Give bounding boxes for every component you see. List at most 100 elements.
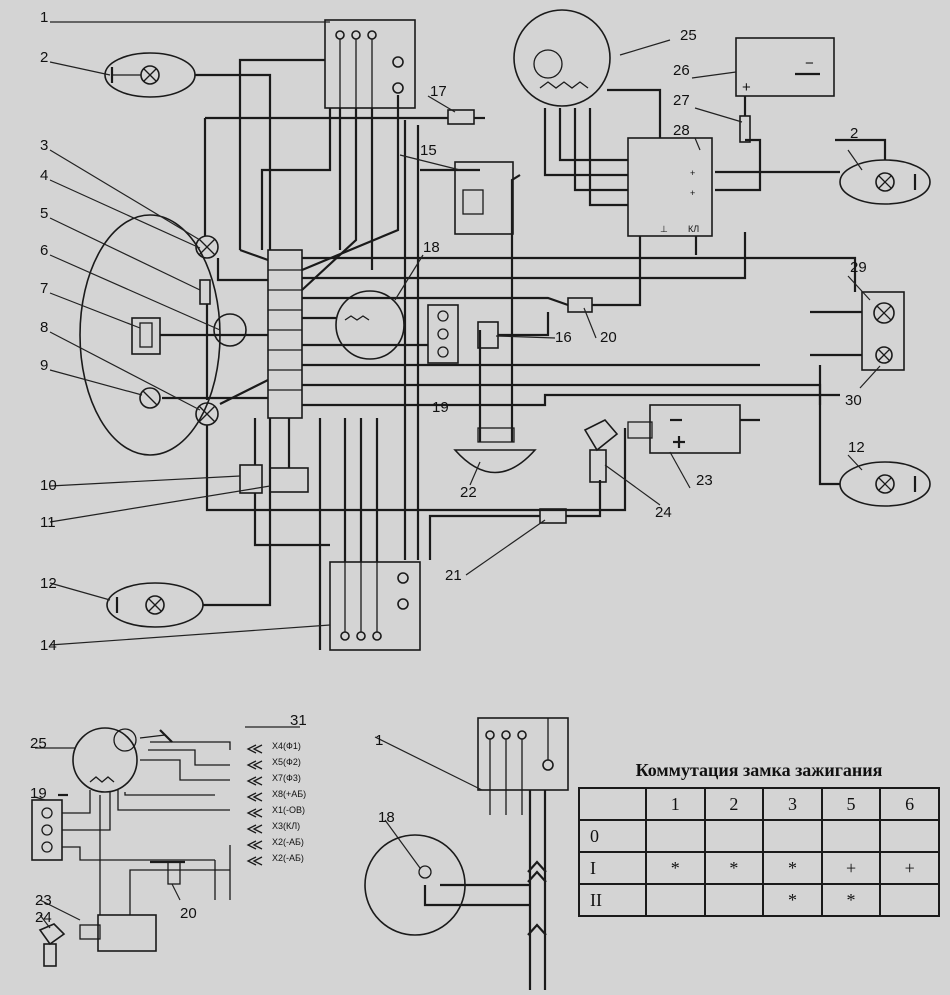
table-row: II * * xyxy=(578,883,940,917)
regulator-ground: ⊥ xyxy=(660,224,668,234)
row-header: I xyxy=(578,851,647,885)
switch-17 xyxy=(447,109,475,125)
table-cell xyxy=(644,819,706,853)
table-cell xyxy=(879,819,940,853)
table-cell xyxy=(703,819,765,853)
callout-22: 22 xyxy=(460,484,477,501)
socket-6 xyxy=(213,313,247,347)
callout-15: 15 xyxy=(420,142,437,159)
pin-label: X2(-АБ) xyxy=(272,837,304,847)
callout-27: 27 xyxy=(673,92,690,109)
callout-31: 31 xyxy=(290,712,307,729)
inset-switch-detail xyxy=(364,717,569,990)
table-header-row: 1 2 3 5 6 xyxy=(578,787,940,821)
callout-14: 14 xyxy=(40,637,57,654)
callout-28: 28 xyxy=(673,122,690,139)
callout-9: 9 xyxy=(40,357,48,374)
table-title: Коммутация замка зажигания xyxy=(635,760,883,780)
callout-16: 16 xyxy=(555,329,572,346)
callout-4: 4 xyxy=(40,167,48,184)
pin-label: X3(КЛ) xyxy=(272,821,300,831)
callout-25: 25 xyxy=(680,27,697,44)
callout-7: 7 xyxy=(40,280,48,297)
front-right-turn-lamp xyxy=(839,159,931,205)
pin-label: X4(Ф1) xyxy=(272,741,301,751)
battery-minus: − xyxy=(805,55,814,72)
table-cell: * xyxy=(762,883,823,917)
callout-3: 3 xyxy=(40,137,48,154)
switch-20 xyxy=(567,297,593,313)
callout-leaders xyxy=(49,21,881,646)
table-cell xyxy=(879,883,940,917)
pin-label: X5(Ф2) xyxy=(272,757,301,767)
callout-29: 29 xyxy=(850,259,867,276)
callout-18: 18 xyxy=(423,239,440,256)
ignition-switching-table: 1 2 3 5 6 0 I * * * + + II * * xyxy=(578,787,940,917)
fuse-27 xyxy=(739,115,751,143)
regulator-plus-2: + xyxy=(690,188,695,198)
ignition-switching-table-block: Коммутация замка зажигания 1 2 3 5 6 0 I… xyxy=(578,760,940,917)
table-cell: + xyxy=(879,851,940,885)
column-header: 6 xyxy=(879,787,940,821)
parking-lamp-9 xyxy=(139,387,161,409)
table-cell: * xyxy=(820,883,882,917)
table-cell: * xyxy=(762,851,823,885)
ignition-coil-23 xyxy=(627,404,741,454)
table-row: I * * * + + xyxy=(578,851,940,885)
callout-19-inset: 19 xyxy=(30,785,47,802)
column-header: 2 xyxy=(703,787,765,821)
callout-12-right: 12 xyxy=(848,439,865,456)
regulator-28 xyxy=(627,137,713,237)
callout-numbers: 1 2 3 4 5 6 7 8 9 10 11 12 14 15 16 17 1… xyxy=(30,9,867,926)
callout-17: 17 xyxy=(430,83,447,100)
wire-harness xyxy=(160,58,887,650)
row-header: 0 xyxy=(578,819,647,853)
regulator-plus-1: + xyxy=(690,168,695,178)
central-terminal-block xyxy=(267,249,303,419)
callout-2: 2 xyxy=(40,49,48,66)
left-handlebar-switch-1 xyxy=(324,19,416,109)
table-cell xyxy=(644,883,706,917)
callout-6: 6 xyxy=(40,242,48,259)
regulator-kl: КЛ xyxy=(688,224,699,234)
battery-26 xyxy=(735,37,835,97)
connector-pin-list: X4(Ф1) X5(Ф2) X7(Ф3) X8(+АБ) X1(-ОВ) X3(… xyxy=(272,741,306,863)
table-row: 0 xyxy=(578,819,940,853)
callout-5: 5 xyxy=(40,205,48,222)
pin-label: X7(Ф3) xyxy=(272,773,301,783)
spark-plug-24 xyxy=(583,419,619,483)
table-cell: * xyxy=(644,851,706,885)
callout-23: 23 xyxy=(696,472,713,489)
callout-21: 21 xyxy=(445,567,462,584)
callout-10: 10 xyxy=(40,477,57,494)
connector-block-19 xyxy=(427,304,459,364)
component-5-resistor xyxy=(199,279,211,305)
callout-26: 26 xyxy=(673,62,690,79)
pin-label: X1(-ОВ) xyxy=(272,805,305,815)
row-header: II xyxy=(578,883,647,917)
magneto-25 xyxy=(513,9,611,107)
callout-20: 20 xyxy=(600,329,617,346)
callout-8: 8 xyxy=(40,319,48,336)
column-header: 1 xyxy=(644,787,706,821)
rear-right-turn-lamp xyxy=(839,461,931,507)
callout-1-inset: 1 xyxy=(375,732,383,749)
column-header: 3 xyxy=(762,787,823,821)
callout-19: 19 xyxy=(432,399,449,416)
callout-12: 12 xyxy=(40,575,57,592)
callout-25-inset: 25 xyxy=(30,735,47,752)
callout-11: 11 xyxy=(40,514,56,531)
table-cell xyxy=(820,819,882,853)
table-cell: + xyxy=(820,851,882,885)
table-cell: * xyxy=(703,851,765,885)
inset-ignition-wiring xyxy=(31,726,300,967)
front-left-turn-lamp xyxy=(104,52,196,98)
callout-23-inset: 23 xyxy=(35,892,52,909)
horn-22 xyxy=(453,427,537,474)
table-cell xyxy=(762,819,823,853)
pin-label: X8(+АБ) xyxy=(272,789,306,799)
tail-lamp-29-30 xyxy=(861,291,905,371)
callout-1: 1 xyxy=(40,9,48,26)
indicator-lamp-4 xyxy=(195,235,219,259)
